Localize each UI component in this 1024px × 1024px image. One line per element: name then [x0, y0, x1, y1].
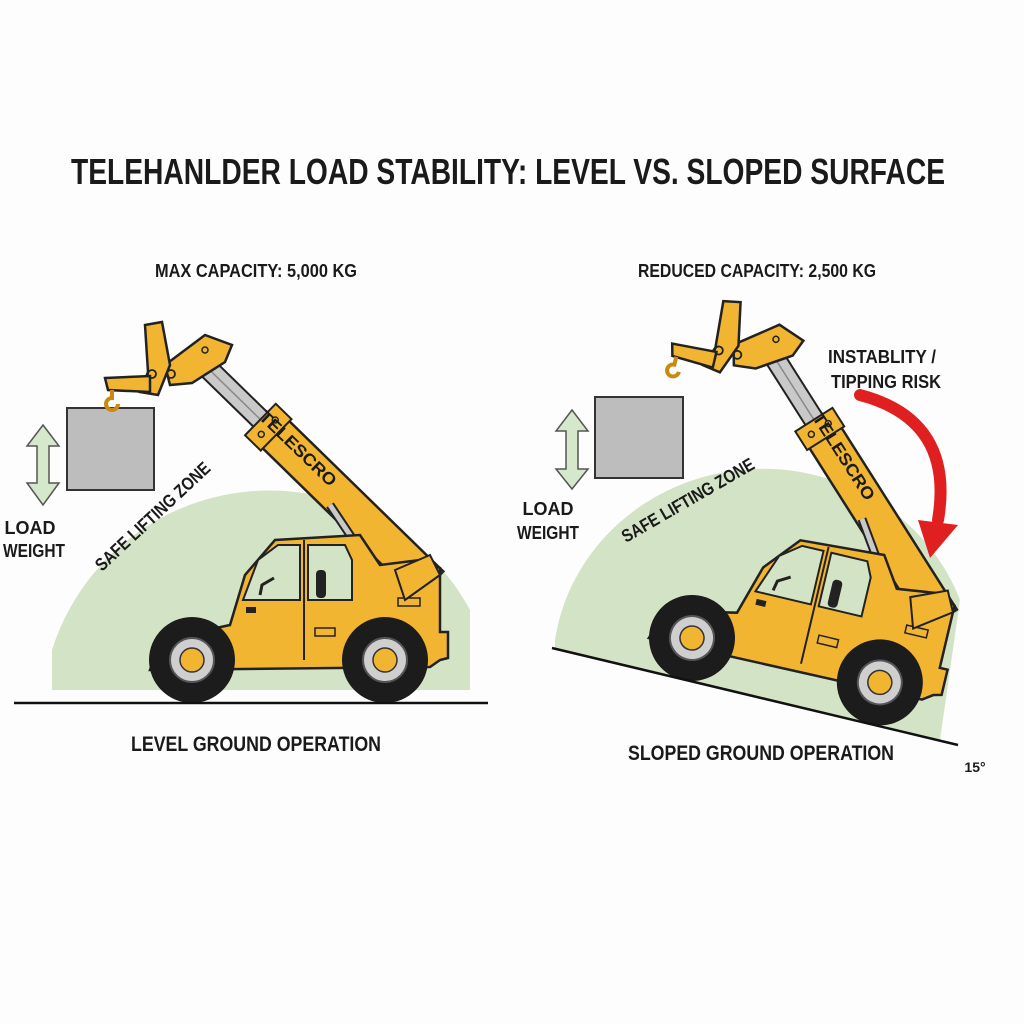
- sloped-ground-line: [551, 646, 959, 747]
- left-panel-level-ground: MAX CAPACITY: 5,000 KG SAFE LIFTING ZONE…: [3, 261, 488, 756]
- right-load-label-line1: LOAD: [523, 499, 574, 519]
- left-caption: LEVEL GROUND OPERATION: [131, 733, 381, 756]
- load-box-left: [66, 407, 155, 491]
- double-arrow-up-down-icon: [25, 423, 61, 507]
- right-caption: SLOPED GROUND OPERATION: [628, 742, 894, 765]
- right-capacity-label: REDUCED CAPACITY: 2,500 KG: [638, 261, 876, 281]
- left-capacity-label: MAX CAPACITY: 5,000 KG: [155, 261, 357, 281]
- left-load-label-line2: WEIGHT: [3, 541, 65, 561]
- right-load-label-line2: WEIGHT: [517, 523, 579, 543]
- left-load-label-line1: LOAD: [5, 518, 56, 538]
- risk-label-line1: INSTABLITY /: [828, 347, 936, 367]
- slope-angle-label: 15°: [964, 759, 985, 775]
- page-title: TELEHANLDER LOAD STABILITY: LEVEL VS. SL…: [71, 151, 945, 192]
- curved-arrow-down-icon: [854, 389, 958, 558]
- load-box-right: [594, 396, 684, 479]
- risk-label-line2: TIPPING RISK: [831, 372, 941, 392]
- double-arrow-up-down-icon: [554, 408, 590, 491]
- right-panel-sloped-ground: REDUCED CAPACITY: 2,500 KG SAFE LIFTING …: [517, 261, 1019, 775]
